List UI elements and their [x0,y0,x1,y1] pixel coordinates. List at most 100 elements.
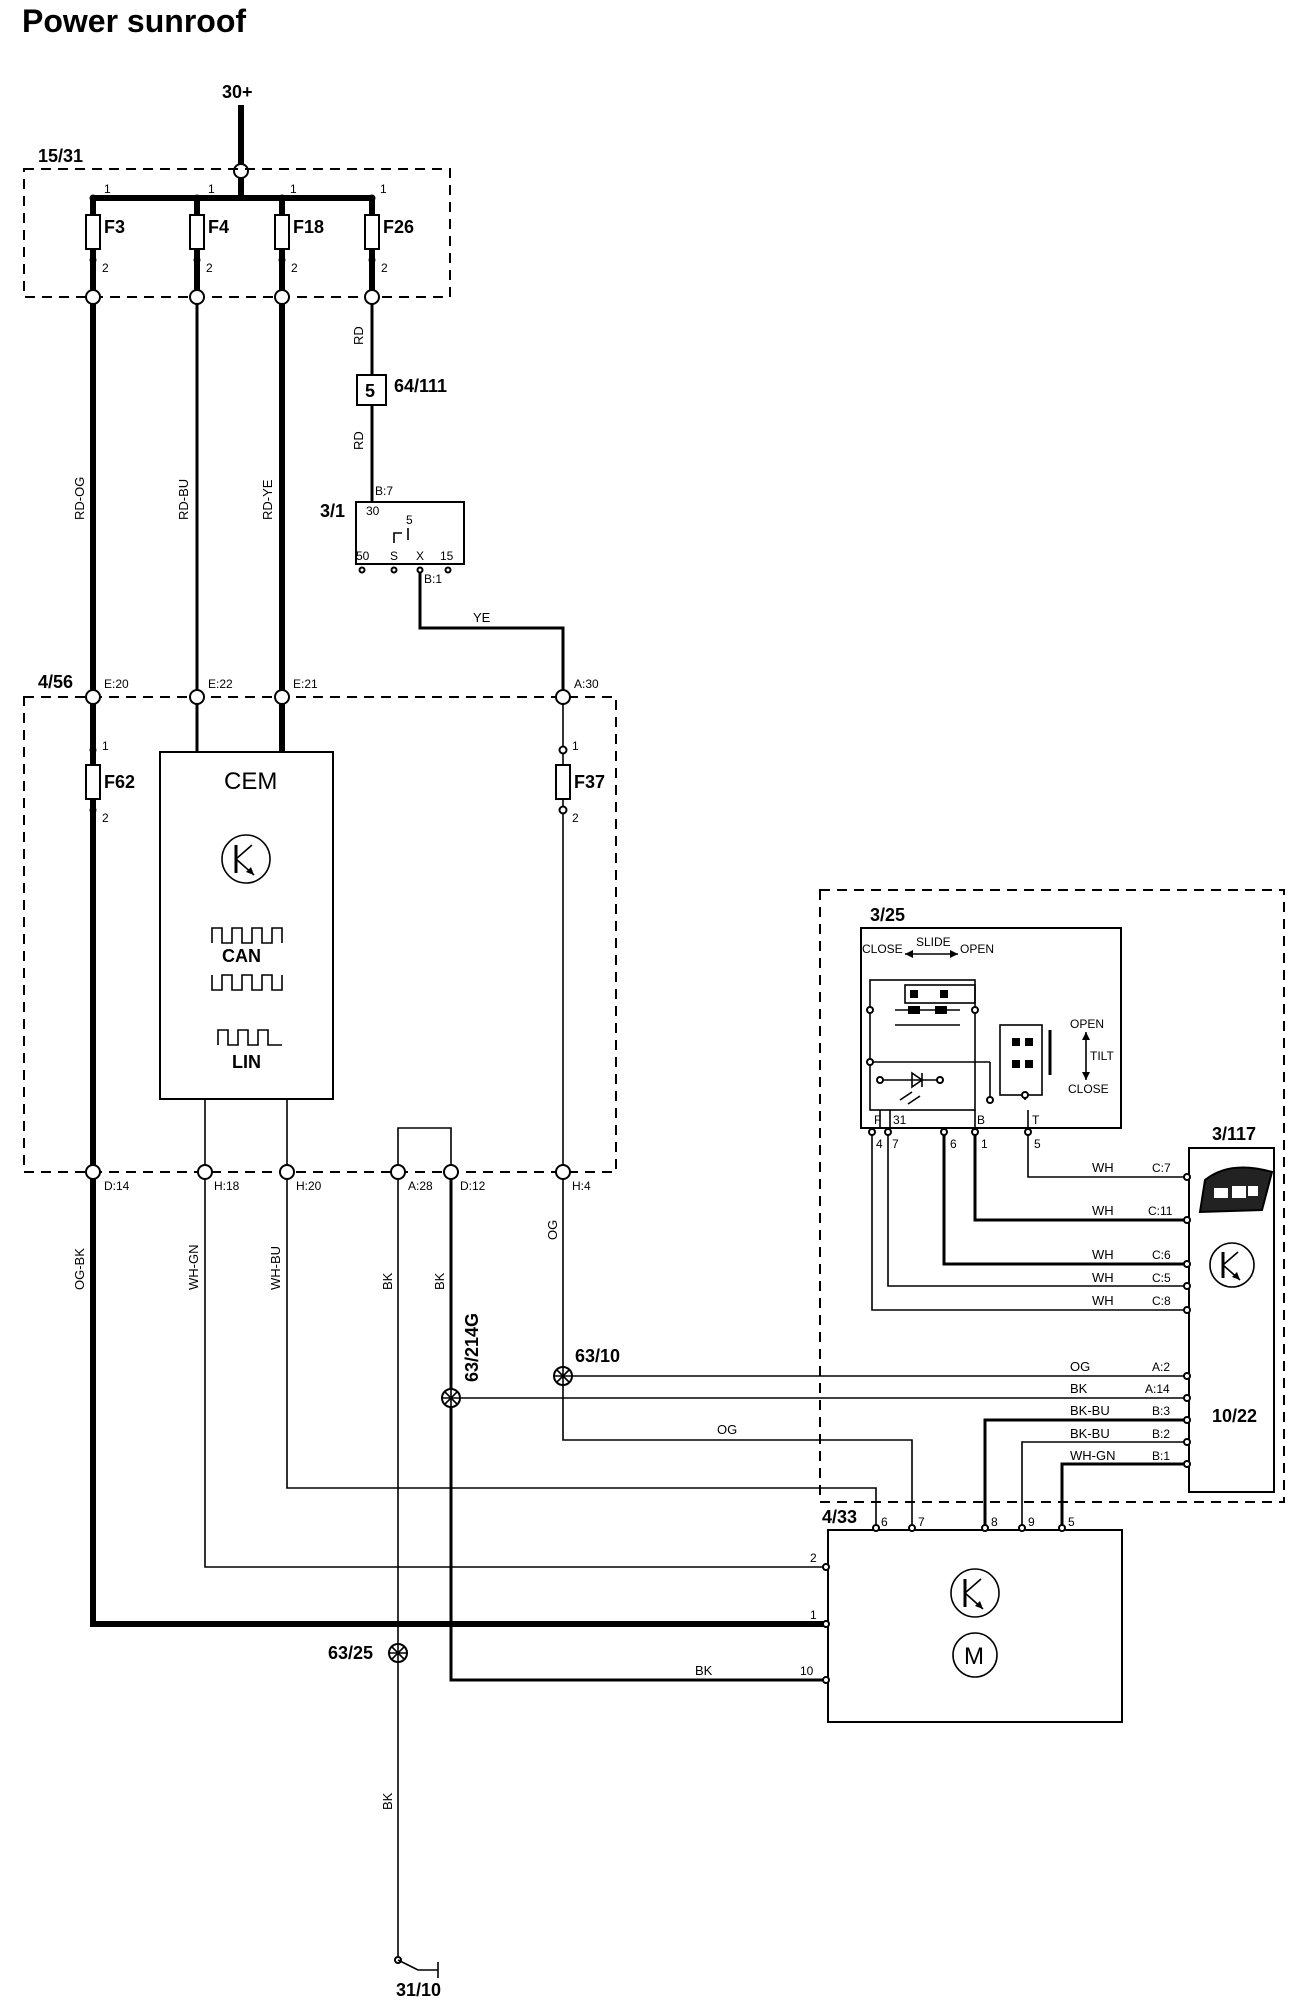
fuse-f26: 1 F26 2 [364,182,414,296]
svg-text:C:5: C:5 [1152,1271,1171,1285]
fuse-label: F3 [104,217,125,237]
svg-text:30: 30 [366,504,380,518]
svg-text:B:3: B:3 [1152,1404,1170,1418]
cem-box [159,751,334,1100]
svg-text:B:7: B:7 [375,484,393,498]
svg-text:2: 2 [206,261,213,275]
lower-wires: OG-BK WH-GN WH-BU BK BK BK BK OG OG [72,1179,1184,1960]
svg-text:X: X [416,549,424,563]
svg-text:E:21: E:21 [293,677,318,691]
wire-label: BK [695,1663,713,1678]
relay-3-1: 3/1 B:7 30 5 50 S X 15 B:1 [320,484,465,586]
splice-63-10: 63/10 [553,1346,620,1386]
motor-icon: M [952,1632,998,1678]
svg-text:B:1: B:1 [1152,1449,1170,1463]
svg-text:7: 7 [892,1137,899,1151]
svg-text:WH: WH [1092,1293,1114,1308]
transistor-icon [221,834,271,884]
svg-text:1: 1 [810,1608,817,1622]
transistor-icon [1209,1242,1255,1288]
switch-id: 3/25 [870,905,905,925]
ground-label: 31/10 [396,1980,441,2000]
svg-text:31: 31 [893,1113,907,1127]
module-to-motor-wires [983,1418,1184,1526]
svg-text:WH: WH [1092,1160,1114,1175]
svg-text:A:14: A:14 [1145,1382,1170,1396]
svg-text:1: 1 [104,182,111,196]
svg-text:C:11: C:11 [1148,1204,1173,1218]
svg-text:A:30: A:30 [574,677,599,691]
svg-text:A:2: A:2 [1152,1360,1170,1374]
fuse-label: F62 [104,772,135,792]
svg-text:H:4: H:4 [572,1179,591,1193]
lin-label: LIN [232,1052,261,1072]
supply-group: 30+ [222,82,253,179]
svg-text:63/25: 63/25 [328,1643,373,1663]
svg-text:BK-BU: BK-BU [1070,1426,1110,1441]
svg-text:OPEN: OPEN [1070,1017,1104,1031]
svg-text:10: 10 [800,1664,814,1678]
svg-text:1: 1 [572,739,579,753]
svg-text:B: B [977,1113,985,1127]
wire-label: RD [351,431,366,450]
svg-text:5: 5 [1068,1515,1075,1529]
supply-label: 30+ [222,82,253,102]
svg-text:BK: BK [1070,1381,1088,1396]
wire-label: RD-YE [260,479,275,520]
svg-text:TILT: TILT [1090,1049,1114,1063]
wire-label: RD-OG [72,477,87,520]
svg-text:2: 2 [810,1551,817,1565]
fuse-f18: 1 F18 2 [274,182,324,296]
switch-3-25: 3/25 CLOSE SLIDE OPEN [860,905,1122,1151]
fuse-label: F37 [574,772,605,792]
svg-text:WH: WH [1092,1270,1114,1285]
svg-text:CLOSE: CLOSE [862,942,903,956]
wire-label: WH-GN [186,1245,201,1291]
svg-text:7: 7 [918,1515,925,1529]
fuse-box-id: 15/31 [38,146,83,166]
fuse-f3: 1 F3 2 [85,182,125,296]
svg-text:8: 8 [991,1515,998,1529]
svg-text:15: 15 [440,549,454,563]
fuse-label: F4 [208,217,229,237]
wire-ye [418,573,565,692]
svg-text:63/10: 63/10 [575,1346,620,1366]
svg-text:D:12: D:12 [460,1179,486,1193]
feed-wires: RD-OG RD-BU RD-YE RD 5 64/111 RD [72,304,447,692]
splice-63-214g: 63/214G [441,1313,482,1408]
sunroof-icon [1198,1166,1274,1214]
fuse-f4: 1 F4 2 [189,182,229,296]
sunroof-module-sub-id: 10/22 [1212,1406,1257,1426]
svg-text:C:7: C:7 [1152,1161,1171,1175]
svg-text:9: 9 [1028,1515,1035,1529]
wire-label: BK [432,1272,447,1290]
svg-text:M: M [964,1643,984,1670]
lin-bus-icon: LIN [217,1029,282,1072]
door-area [819,889,1285,1503]
fuse-label: F26 [383,217,414,237]
svg-text:63/214G: 63/214G [462,1313,482,1382]
svg-text:CLOSE: CLOSE [1068,1082,1109,1096]
wire-label: BK [380,1792,395,1810]
fuse-box-15-31: 15/31 1 F3 2 1 F4 2 1 F18 [23,146,451,305]
svg-text:E:22: E:22 [208,677,233,691]
wire-label: YE [473,610,491,625]
svg-text:WH: WH [1092,1247,1114,1262]
wire-label: OG-BK [72,1248,87,1290]
svg-text:1: 1 [981,1137,988,1151]
fuse-label: F18 [293,217,324,237]
switch-wires [871,1135,1184,1311]
svg-text:F: F [874,1113,881,1127]
svg-text:WH-GN: WH-GN [1070,1448,1116,1463]
can-label: CAN [222,946,261,966]
svg-text:H:20: H:20 [296,1179,322,1193]
svg-text:5: 5 [406,513,413,527]
page-title: Power sunroof [22,3,246,39]
can-bus-icon: CAN [211,927,283,991]
connector-64-111-label: 64/111 [394,376,447,396]
cem-title: CEM [224,768,277,795]
svg-text:H:18: H:18 [214,1179,240,1193]
svg-text:OPEN: OPEN [960,942,994,956]
svg-text:1: 1 [380,182,387,196]
